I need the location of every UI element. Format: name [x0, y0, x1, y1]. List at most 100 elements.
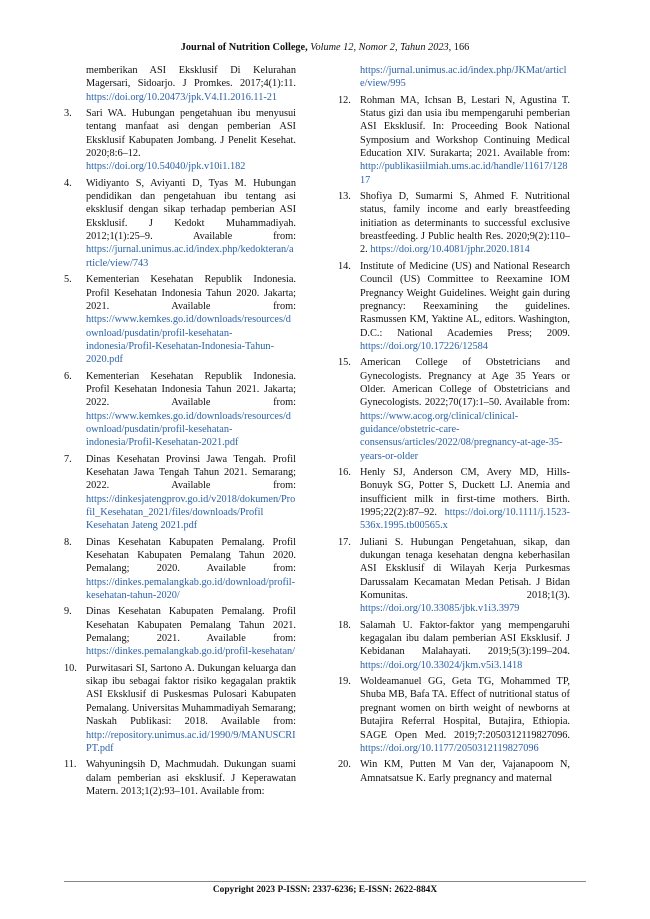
reference-link[interactable]: https://www.kemkes.go.id/downloads/resou…: [86, 314, 291, 366]
reference-number: 4.: [64, 177, 72, 189]
reference-body: Win KM, Putten M Van der, Vajanapoom N, …: [360, 758, 570, 785]
reference-text: Juliani S. Hubungan Pengetahuan, sikap, …: [360, 536, 570, 602]
journal-name: Journal of Nutrition College,: [180, 42, 308, 53]
reference-body: Salamah U. Faktor-faktor yang mempengaru…: [360, 619, 570, 672]
reference-link[interactable]: https://www.kemkes.go.id/downloads/resou…: [86, 410, 291, 449]
reference-link[interactable]: https://www.acog.org/clinical/clinical-g…: [360, 410, 563, 462]
reference-text: Dinas Kesehatan Kabupaten Pemalang. Prof…: [86, 606, 296, 645]
reference-item: 10. Purwitasari SI, Sartono A. Dukungan k…: [64, 662, 296, 755]
reference-item: 4. Widiyanto S, Aviyanti D, Tyas M. Hubun…: [64, 177, 296, 270]
reference-body: Dinas Kesehatan Provinsi Jawa Tengah. Pr…: [86, 453, 296, 533]
reference-number: 14.: [338, 260, 351, 272]
reference-text: Henly SJ, Anderson CM, Avery MD, Hills-B…: [360, 466, 570, 518]
reference-text: Sari WA. Hubungan pengetahuan ibu menyus…: [86, 108, 296, 160]
reference-link[interactable]: https://jurnal.unimus.ac.id/index.php/ke…: [86, 244, 294, 269]
reference-number: 18.: [338, 619, 351, 631]
reference-item: 7. Dinas Kesehatan Provinsi Jawa Tengah. …: [64, 453, 296, 533]
reference-link[interactable]: https://doi.org/10.1111/j.1523-536x.1995…: [360, 507, 570, 532]
reference-text: Shofiya D, Sumarmi S, Ahmed F. Nutrition…: [360, 191, 570, 256]
footer-divider: [64, 881, 586, 882]
reference-link[interactable]: https://jurnal.unimus.ac.id/index.php/JK…: [360, 65, 567, 90]
reference-item: 13. Shofiya D, Sumarmi S, Ahmed F. Nutrit…: [338, 190, 570, 257]
reference-body: Woldeamanuel GG, Geta TG, Mohammed TP, S…: [360, 675, 570, 755]
reference-number: 5.: [64, 274, 72, 286]
reference-number: 7.: [64, 453, 72, 465]
reference-number: 13.: [338, 191, 351, 203]
reference-text: Dinas Kesehatan Kabupaten Pemalang. Prof…: [86, 536, 296, 575]
reference-text: Kementerian Kesehatan Republik Indonesia…: [86, 370, 296, 409]
reference-link[interactable]: https://doi.org/10.20473/jpk.V4.I1.2016.…: [86, 91, 278, 103]
reference-body: Widiyanto S, Aviyanti D, Tyas M. Hubunga…: [86, 177, 296, 270]
reference-item: 18. Salamah U. Faktor-faktor yang mempeng…: [338, 619, 570, 672]
reference-text: Widiyanto S, Aviyanti D, Tyas M. Hubunga…: [86, 177, 296, 243]
reference-number: 17.: [338, 536, 351, 548]
reference-body: American College of Obstetricians and Gy…: [360, 356, 570, 463]
reference-item: 5. Kementerian Kesehatan Republik Indones…: [64, 273, 296, 366]
references-left-column: memberikan ASI Eksklusif Di Kelurahan Ma…: [64, 64, 296, 801]
reference-text: Wahyuningsih D, Machmudah. Dukungan suam…: [86, 759, 296, 797]
reference-link[interactable]: https://doi.org/10.4081/jphr.2020.1814: [370, 244, 530, 256]
reference-body: Dinas Kesehatan Kabupaten Pemalang. Prof…: [86, 605, 296, 658]
reference-item: 9. Dinas Kesehatan Kabupaten Pemalang. Pr…: [64, 605, 296, 658]
reference-item: 3. Sari WA. Hubungan pengetahuan ibu meny…: [64, 107, 296, 174]
reference-item: 14. Institute of Medicine (US) and Nation…: [338, 260, 570, 353]
reference-number: 6.: [64, 370, 72, 382]
reference-body: Institute of Medicine (US) and National …: [360, 260, 570, 353]
reference-item: 17. Juliani S. Hubungan Pengetahuan, sika…: [338, 536, 570, 616]
reference-body: Rohman MA, Ichsan B, Lestari N, Agustina…: [360, 94, 570, 187]
reference-link[interactable]: https://dinkesjatengprov.go.id/v2018/dok…: [86, 493, 296, 532]
reference-body: Juliani S. Hubungan Pengetahuan, sikap, …: [360, 536, 570, 616]
reference-item: 19. Woldeamanuel GG, Geta TG, Mohammed TP…: [338, 675, 570, 755]
reference-body: https://jurnal.unimus.ac.id/index.php/JK…: [360, 64, 570, 91]
reference-number: 19.: [338, 676, 351, 688]
reference-item: 12.Rohman MA, Ichsan B, Lestari N, Agust…: [338, 94, 570, 187]
reference-number: 9.: [64, 606, 72, 618]
reference-text: Purwitasari SI, Sartono A. Dukungan kelu…: [86, 662, 296, 728]
copyright-footer: Copyright 2023 P-ISSN: 2337-6236; E-ISSN…: [212, 885, 438, 895]
reference-link[interactable]: https://doi.org/10.33024/jkm.v5i3.1418: [360, 659, 523, 671]
reference-text: Institute of Medicine (US) and National …: [360, 260, 570, 339]
reference-item: 11. Wahyuningsih D, Machmudah. Dukungan s…: [64, 758, 296, 798]
reference-body: Shofiya D, Sumarmi S, Ahmed F. Nutrition…: [360, 190, 570, 257]
reference-text: Win KM, Putten M Van der, Vajanapoom N, …: [360, 759, 570, 784]
reference-text: memberikan ASI Eksklusif Di Kelurahan Ma…: [86, 65, 296, 90]
reference-link[interactable]: https://doi.org/10.17226/12584: [360, 340, 488, 352]
reference-text: Rohman MA, Ichsan B, Lestari N, Agustina…: [360, 94, 570, 160]
reference-number: 15.: [338, 357, 351, 369]
reference-text: Salamah U. Faktor-faktor yang mempengaru…: [360, 619, 570, 658]
reference-link[interactable]: https://doi.org/10.54040/jpk.v10i1.182: [86, 161, 246, 173]
reference-item: 15. American College of Obstetricians and…: [338, 356, 570, 463]
reference-item: 16. Henly SJ, Anderson CM, Avery MD, Hill…: [338, 466, 570, 533]
references-right-column: https://jurnal.unimus.ac.id/index.php/JK…: [338, 64, 570, 788]
running-header: Journal of Nutrition College, Volume 12,…: [0, 41, 650, 54]
reference-number: 3.: [64, 108, 72, 120]
reference-number: 11.: [64, 759, 77, 771]
reference-text: American College of Obstetricians and Gy…: [360, 357, 570, 409]
volume-info: Volume 12, Nomor 2, Tahun 2023,: [307, 42, 452, 53]
reference-link[interactable]: https://dinkes.pemalangkab.go.id/profil-…: [86, 646, 296, 658]
reference-link[interactable]: https://doi.org/10.1177/2050312119827096: [360, 742, 539, 754]
reference-item: 8. Dinas Kesehatan Kabupaten Pemalang. Pr…: [64, 536, 296, 603]
reference-number: 20.: [338, 759, 351, 771]
reference-link[interactable]: http://repository.unimus.ac.id/1990/9/MA…: [86, 729, 296, 754]
reference-link[interactable]: https://dinkes.pemalangkab.go.id/downloa…: [86, 576, 296, 602]
reference-item: memberikan ASI Eksklusif Di Kelurahan Ma…: [64, 64, 296, 104]
reference-body: Wahyuningsih D, Machmudah. Dukungan suam…: [86, 758, 296, 798]
reference-item: 6. Kementerian Kesehatan Republik Indones…: [64, 370, 296, 450]
reference-body: memberikan ASI Eksklusif Di Kelurahan Ma…: [86, 64, 296, 104]
reference-number: 16.: [338, 466, 351, 478]
reference-body: Kementerian Kesehatan Republik Indonesia…: [86, 273, 296, 366]
reference-number: 10.: [64, 662, 77, 674]
reference-link[interactable]: https://doi.org/10.33085/jbk.v1i3.3979: [360, 603, 520, 615]
reference-text: Dinas Kesehatan Provinsi Jawa Tengah. Pr…: [86, 453, 296, 492]
reference-body: Kementerian Kesehatan Republik Indonesia…: [86, 370, 296, 450]
reference-link[interactable]: http://publikasiilmiah.ums.ac.id/handle/…: [360, 161, 568, 186]
reference-text: Woldeamanuel GG, Geta TG, Mohammed TP, S…: [360, 676, 570, 741]
reference-body: Sari WA. Hubungan pengetahuan ibu menyus…: [86, 107, 296, 174]
reference-body: Henly SJ, Anderson CM, Avery MD, Hills-B…: [360, 466, 570, 533]
reference-item: https://jurnal.unimus.ac.id/index.php/JK…: [338, 64, 570, 91]
page-number: 166: [451, 42, 470, 53]
reference-number: 8.: [64, 536, 72, 548]
reference-body: Purwitasari SI, Sartono A. Dukungan kelu…: [86, 662, 296, 755]
reference-body: Dinas Kesehatan Kabupaten Pemalang. Prof…: [86, 536, 296, 603]
